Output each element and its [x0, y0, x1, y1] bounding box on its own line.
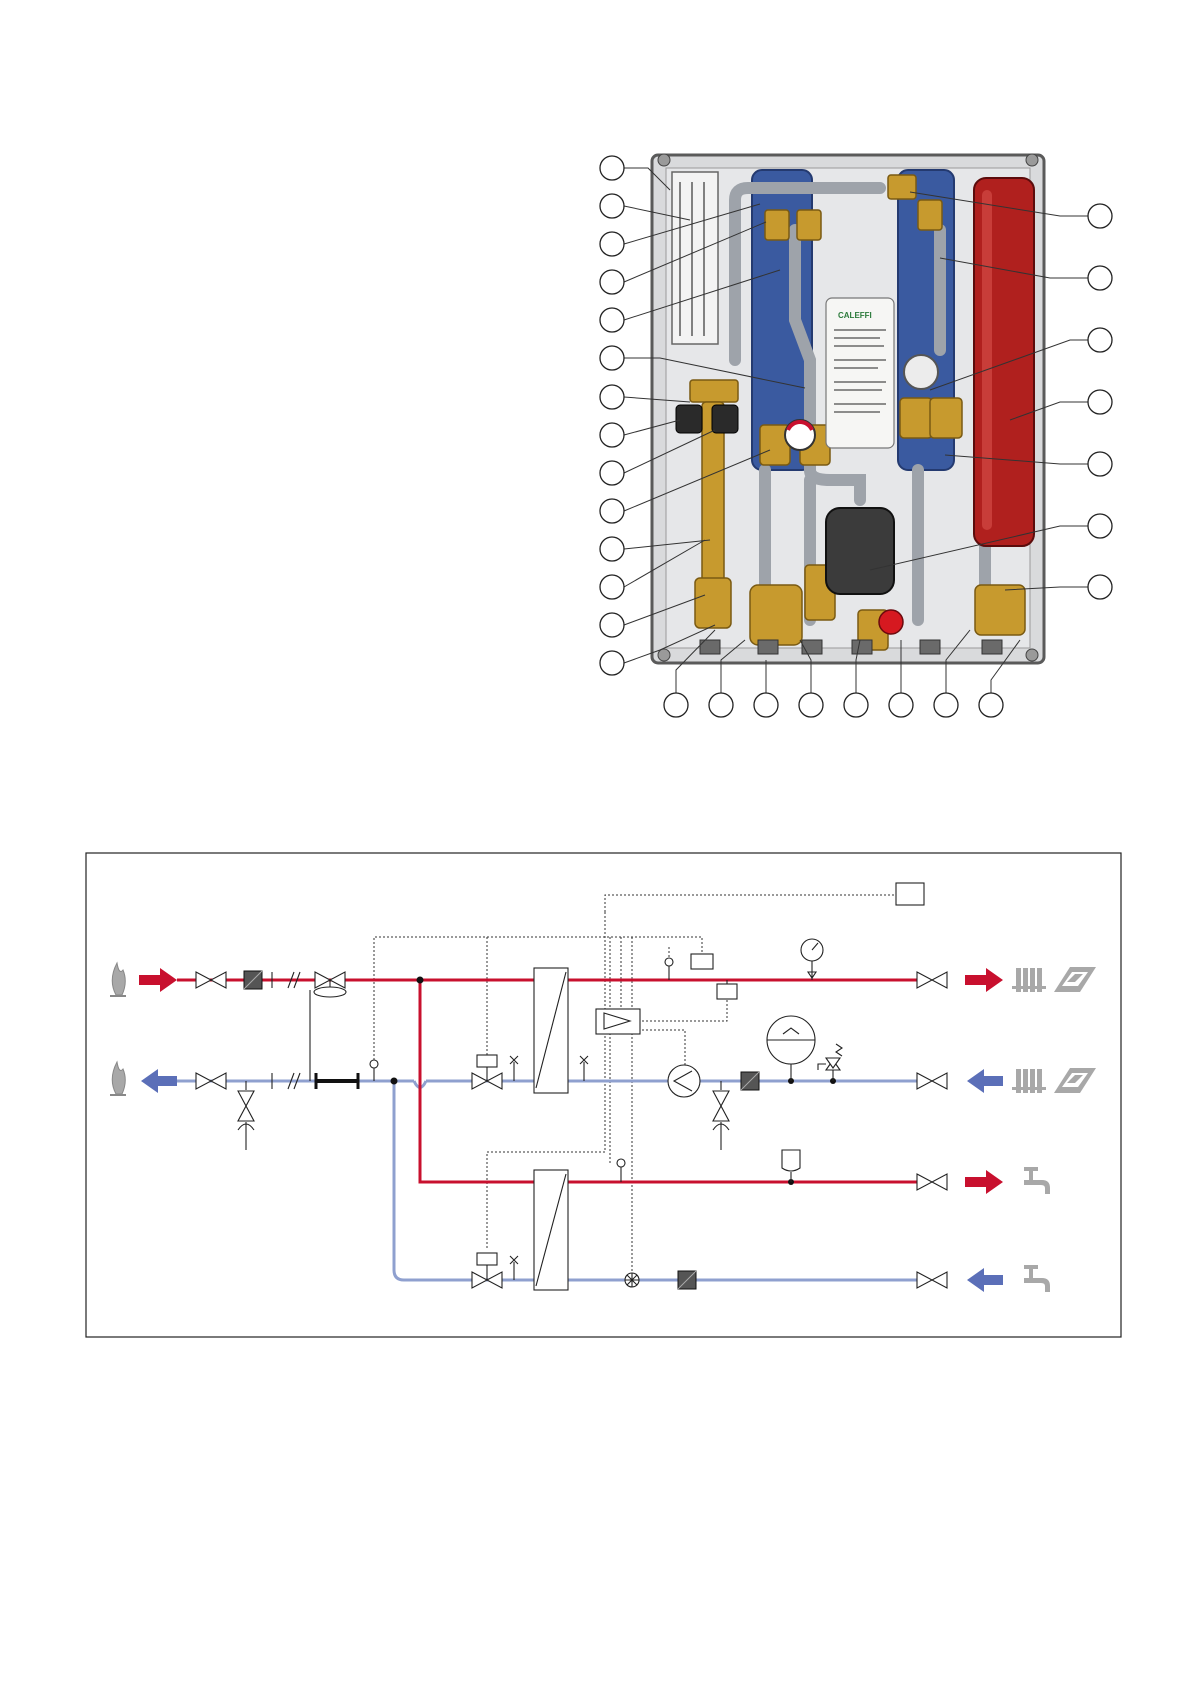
callout-marker: [844, 693, 868, 717]
expansion-vessel-symbol: [767, 1016, 815, 1081]
insulation-panel: [672, 172, 718, 344]
radiator-icon: [1012, 1069, 1046, 1093]
callout-marker: [600, 156, 624, 180]
ball-valve: [917, 1272, 947, 1288]
expansion-vessel-highlight: [982, 190, 992, 530]
dhw-branch-hot: [420, 980, 540, 1182]
callout-marker: [709, 693, 733, 717]
drain-valve: [238, 1081, 254, 1150]
thermostatic-valve: [782, 1150, 800, 1182]
ball-valve: [917, 1073, 947, 1089]
zone-valve-primary: [310, 972, 346, 1081]
flow-sensor: [904, 355, 938, 389]
flame-icon: [110, 963, 126, 996]
callout-marker: [600, 461, 624, 485]
circulation-pump-symbol: [668, 1065, 700, 1097]
sensor-box: [691, 954, 713, 969]
temperature-probe: [665, 958, 673, 980]
ball-valve: [917, 972, 947, 988]
callout-marker: [1088, 575, 1112, 599]
drain-valve: [713, 1081, 729, 1150]
sensor-cap: [879, 610, 903, 634]
callout-marker: [600, 270, 624, 294]
callout-marker: [934, 693, 958, 717]
sensor-box: [717, 984, 737, 999]
schematic-frame: [86, 853, 1121, 1337]
callout-marker: [754, 693, 778, 717]
callout-marker: [799, 693, 823, 717]
flow-arrow-in: [139, 968, 177, 992]
callout-markers-left: [600, 156, 624, 675]
product-label-card: [826, 298, 894, 448]
callout-marker: [600, 385, 624, 409]
callout-marker: [1088, 514, 1112, 538]
flow-switch: [625, 1273, 639, 1287]
motorized-valve-dhw: [472, 1253, 502, 1288]
radiator-icon: [1012, 968, 1046, 992]
strainer-filter: [244, 971, 262, 989]
remote-unit-box: [896, 883, 924, 905]
product-label-text: CALEFFI: [838, 311, 872, 320]
callout-marker: [1088, 390, 1112, 414]
pipe-breaks: [272, 972, 300, 1089]
flow-arrow-out: [141, 1069, 177, 1093]
component-figure: CALEFFI: [0, 0, 1191, 720]
callout-markers-bottom: [664, 693, 1003, 717]
callout-marker: [600, 423, 624, 447]
flame-icon: [110, 1062, 126, 1095]
tap-icon: [1024, 1265, 1050, 1292]
callout-marker: [979, 693, 1003, 717]
dhw-return-branch: [394, 1081, 540, 1280]
callout-marker: [664, 693, 688, 717]
callout-marker: [600, 346, 624, 370]
ball-valve: [196, 972, 226, 988]
callout-marker: [600, 537, 624, 561]
callout-marker: [1088, 328, 1112, 352]
flow-arrow-heating-out: [965, 968, 1003, 992]
plate-heat-exchanger-heating: [534, 968, 568, 1093]
callout-marker: [600, 232, 624, 256]
callout-marker: [1088, 452, 1112, 476]
air-vents: [510, 1056, 588, 1280]
temperature-probe: [370, 1060, 378, 1081]
safety-relief-valve: [818, 1044, 842, 1081]
temperature-probe: [617, 1159, 625, 1182]
pressure-gauge-symbol: [801, 939, 823, 980]
callout-markers-right: [1088, 204, 1112, 599]
callout-marker: [889, 693, 913, 717]
callout-marker: [600, 308, 624, 332]
plate-heat-exchanger-dhw: [534, 1170, 568, 1290]
callout-marker: [600, 499, 624, 523]
floor-heating-icon: [1054, 1068, 1096, 1093]
circulation-pump: [826, 508, 894, 594]
callout-marker: [1088, 204, 1112, 228]
callout-marker: [600, 575, 624, 599]
electronic-controller: [596, 1009, 640, 1034]
primary-return-line: [177, 1081, 918, 1088]
ball-valve: [917, 1174, 947, 1190]
flow-arrow-dhw-out: [965, 1170, 1003, 1194]
flow-arrow-cold-in: [967, 1268, 1003, 1292]
strainer-filter: [678, 1271, 696, 1289]
callout-marker: [600, 651, 624, 675]
floor-heating-icon: [1054, 967, 1096, 992]
motorized-valve-heating: [472, 1055, 502, 1089]
control-lines: [310, 895, 896, 1272]
strainer-filter: [741, 1072, 759, 1090]
callout-marker: [600, 613, 624, 637]
callout-marker: [600, 194, 624, 218]
ball-valve: [196, 1073, 226, 1089]
flow-arrow-heating-in: [967, 1069, 1003, 1093]
tap-icon: [1024, 1167, 1050, 1194]
junctions: [391, 977, 837, 1186]
callout-marker: [1088, 266, 1112, 290]
